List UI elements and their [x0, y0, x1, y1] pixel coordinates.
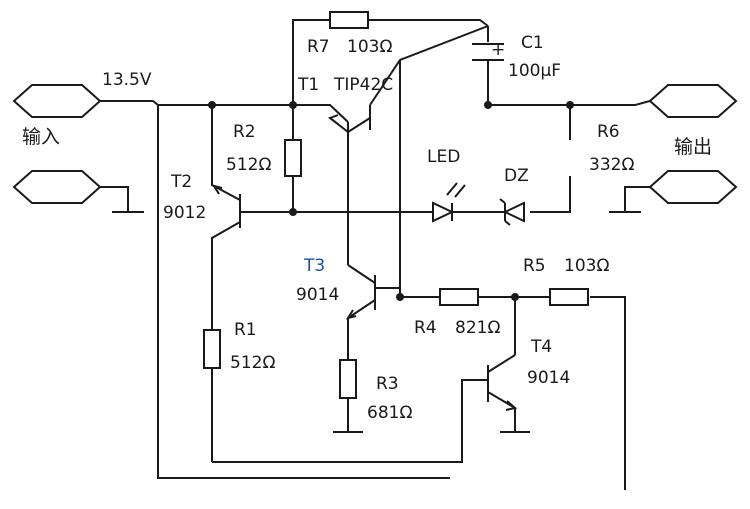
t4-emitter-arrow [505, 400, 518, 411]
r2-resistor [284, 139, 302, 177]
junction-dot [511, 293, 519, 301]
r7-ref-label: R7 [307, 37, 330, 57]
dz-ref-label: DZ [504, 166, 529, 186]
t3-transistor [347, 264, 400, 355]
r1-value-label: 512Ω [230, 353, 276, 373]
c1-ref-label: C1 [521, 33, 544, 53]
t1-ref-label: T1 [298, 75, 320, 95]
c1-value-label: 100μF [508, 61, 562, 81]
output-terminal-positive [648, 84, 738, 118]
t3-ref-label: T3 [304, 256, 326, 276]
r6-value-label: 332Ω [589, 155, 635, 175]
collector-rail-wire [369, 60, 401, 300]
r7-resistor [329, 11, 369, 29]
supply-voltage-label: 13.5V [102, 70, 152, 90]
r5-value-label: 103Ω [564, 256, 610, 276]
t1-transistor [293, 104, 371, 150]
c1-polarity-label: + [491, 40, 506, 60]
r4-resistor [439, 288, 479, 306]
r4-value-label: 821Ω [455, 318, 501, 338]
r6-rail-wire [530, 105, 571, 213]
junction-dot [208, 101, 216, 109]
r4-ref-label: R4 [414, 318, 437, 338]
r1-ref-label: R1 [234, 320, 257, 340]
input-rail-wire [100, 100, 330, 106]
input-ground-wire [100, 186, 129, 212]
output-ground-wire [624, 186, 650, 212]
t1-emitter-arrow [327, 114, 339, 125]
output-terminal-ground [648, 170, 738, 204]
r1-resistor [203, 329, 221, 369]
r2-value-label: 512Ω [226, 155, 272, 175]
r2-ref-label: R2 [233, 122, 256, 142]
led-diode [432, 201, 455, 223]
junction-dot [289, 101, 297, 109]
output-label: 输出 [674, 136, 713, 158]
r3-value-label: 681Ω [367, 403, 413, 423]
r5-ref-label: R5 [523, 256, 546, 276]
junction-dot [289, 208, 297, 216]
r7-wires [292, 19, 489, 105]
r5-resistor [549, 288, 589, 306]
junction-dot [484, 101, 492, 109]
input-terminal-ground [12, 170, 102, 204]
return-ground-rail [157, 105, 450, 479]
r6-ref-label: R6 [597, 122, 620, 142]
t4-ref-label: T4 [531, 337, 553, 357]
t4-model-label: 9014 [527, 368, 571, 388]
input-label: 输入 [22, 126, 61, 148]
junction-dot [396, 293, 404, 301]
t3-model-label: 9014 [296, 285, 340, 305]
r3-resistor [339, 359, 357, 399]
led-light-arrows [446, 182, 466, 198]
t2-emitter-arrow [211, 184, 223, 195]
t2-transistor [211, 105, 415, 330]
t2-model-label: 9012 [163, 203, 207, 223]
t1-model-label: TIP42C [334, 75, 394, 95]
led-ref-label: LED [427, 147, 461, 167]
r3-ref-label: R3 [376, 374, 399, 394]
r5-wires [514, 296, 626, 490]
input-terminal-positive [12, 84, 102, 118]
t4-transistor [212, 354, 516, 463]
r7-value-label: 103Ω [347, 37, 393, 57]
t3-emitter-arrow [345, 309, 357, 320]
junction-dot [566, 101, 574, 109]
t2-ref-label: T2 [171, 172, 193, 192]
